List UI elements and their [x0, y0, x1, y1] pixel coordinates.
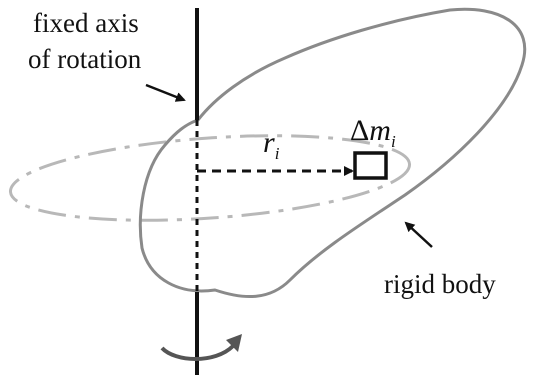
axis-pointer-arrow	[145, 83, 186, 102]
axis-label-line1: fixed axis	[33, 8, 139, 38]
mass-symbol: m	[369, 114, 391, 147]
orbit-path	[8, 134, 412, 222]
rotation-direction-arrow	[160, 344, 235, 361]
body-label: rigid body	[384, 269, 496, 299]
rigid-body-outline	[138, 7, 527, 299]
mass-label: Δmi	[350, 114, 396, 151]
body-pointer-arrow	[404, 221, 433, 248]
rotation-arrowhead	[226, 334, 242, 352]
radius-label: ri	[263, 126, 280, 163]
axis-label-line2: of rotation	[28, 44, 142, 74]
radius-symbol: r	[263, 126, 275, 159]
mass-delta: Δ	[350, 114, 369, 147]
mass-subscript: i	[391, 132, 396, 151]
mass-element-box	[353, 151, 388, 180]
radius-subscript: i	[275, 144, 280, 163]
